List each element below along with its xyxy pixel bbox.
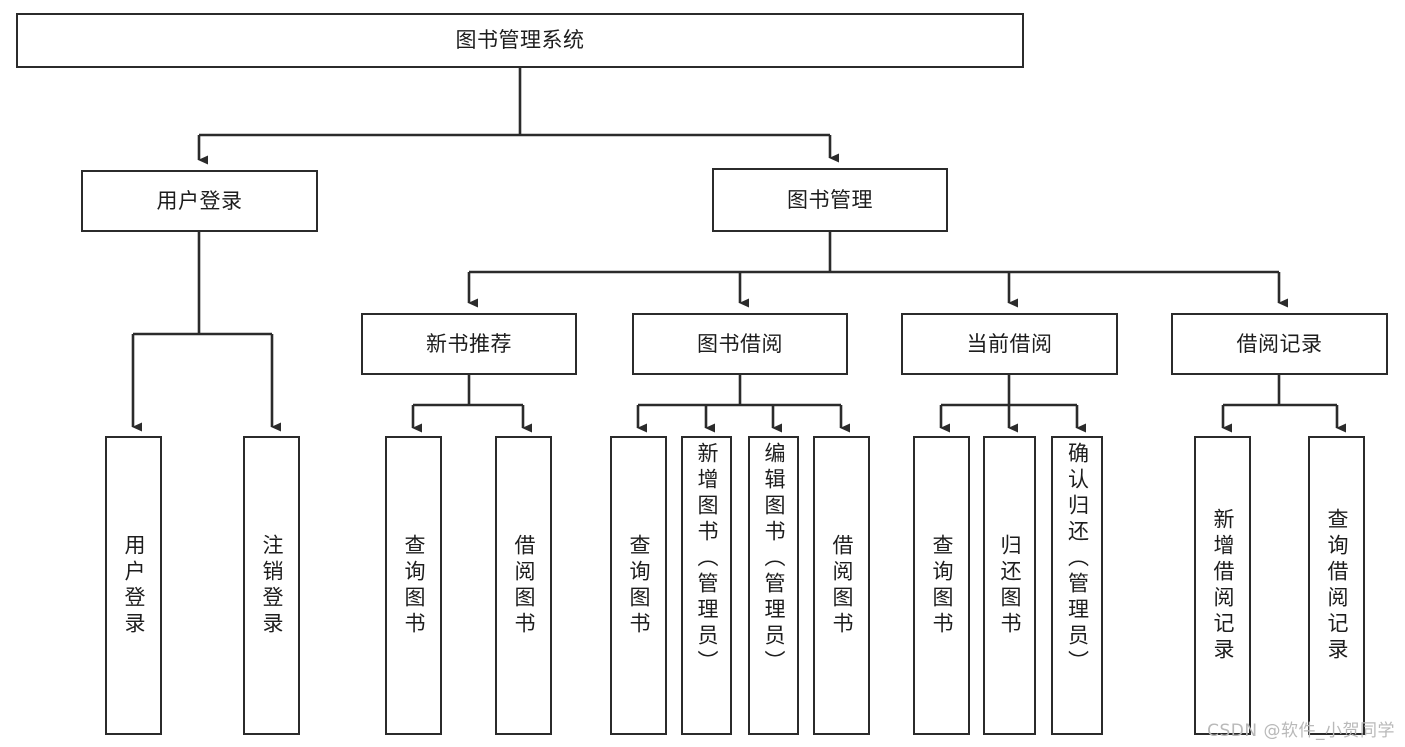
node-new-book-recommend[interactable]: 新书推荐 <box>361 313 577 375</box>
node-leaf-confirm-return-admin-label: 确认归还（管理员） <box>1065 442 1090 676</box>
node-book-borrow-label: 图书借阅 <box>697 331 783 356</box>
node-leaf-query-book-2-label: 查询图书 <box>627 533 651 638</box>
node-leaf-borrow-book-2[interactable]: 借阅图书 <box>813 436 870 735</box>
node-leaf-user-logout[interactable]: 注销登录 <box>243 436 300 735</box>
node-leaf-user-login[interactable]: 用户登录 <box>105 436 162 735</box>
node-book-management[interactable]: 图书管理 <box>712 168 948 232</box>
node-leaf-query-borrow-record[interactable]: 查询借阅记录 <box>1308 436 1365 735</box>
node-user-login[interactable]: 用户登录 <box>81 170 318 232</box>
node-book-borrow[interactable]: 图书借阅 <box>632 313 848 375</box>
node-root[interactable]: 图书管理系统 <box>16 13 1024 68</box>
node-leaf-return-book-label: 归还图书 <box>998 533 1022 638</box>
node-leaf-user-login-label: 用户登录 <box>122 533 146 638</box>
node-leaf-add-book-admin-label: 新增图书（管理员） <box>695 442 719 676</box>
node-leaf-borrow-book-2-label: 借阅图书 <box>830 533 854 638</box>
node-leaf-user-logout-label: 注销登录 <box>260 533 284 638</box>
node-user-login-label: 用户登录 <box>156 188 243 213</box>
node-leaf-edit-book-admin[interactable]: 编辑图书（管理员） <box>748 436 799 735</box>
node-leaf-return-book[interactable]: 归还图书 <box>983 436 1036 735</box>
node-leaf-edit-book-admin-label: 编辑图书（管理员） <box>762 442 786 676</box>
node-new-book-recommend-label: 新书推荐 <box>426 331 512 356</box>
node-leaf-query-book-2[interactable]: 查询图书 <box>610 436 667 735</box>
watermark-text: CSDN @软件_小贺同学 <box>1207 721 1395 741</box>
node-book-management-label: 图书管理 <box>787 187 873 212</box>
node-leaf-borrow-book-1[interactable]: 借阅图书 <box>495 436 552 735</box>
node-leaf-add-borrow-record[interactable]: 新增借阅记录 <box>1194 436 1251 735</box>
node-leaf-borrow-book-1-label: 借阅图书 <box>512 533 536 638</box>
node-leaf-query-book-1-label: 查询图书 <box>402 533 426 638</box>
node-root-label: 图书管理系统 <box>455 28 585 53</box>
node-current-borrow[interactable]: 当前借阅 <box>901 313 1118 375</box>
node-leaf-add-book-admin[interactable]: 新增图书（管理员） <box>681 436 732 735</box>
node-borrow-record-label: 借阅记录 <box>1236 331 1323 356</box>
node-leaf-query-book-1[interactable]: 查询图书 <box>385 436 442 735</box>
node-leaf-query-borrow-record-label: 查询借阅记录 <box>1325 507 1349 664</box>
node-leaf-add-borrow-record-label: 新增借阅记录 <box>1211 507 1235 664</box>
node-current-borrow-label: 当前借阅 <box>966 331 1053 356</box>
node-leaf-query-book-3-label: 查询图书 <box>930 533 954 638</box>
node-borrow-record[interactable]: 借阅记录 <box>1171 313 1388 375</box>
node-leaf-query-book-3[interactable]: 查询图书 <box>913 436 970 735</box>
node-leaf-confirm-return-admin[interactable]: 确认归还（管理员） <box>1051 436 1103 735</box>
